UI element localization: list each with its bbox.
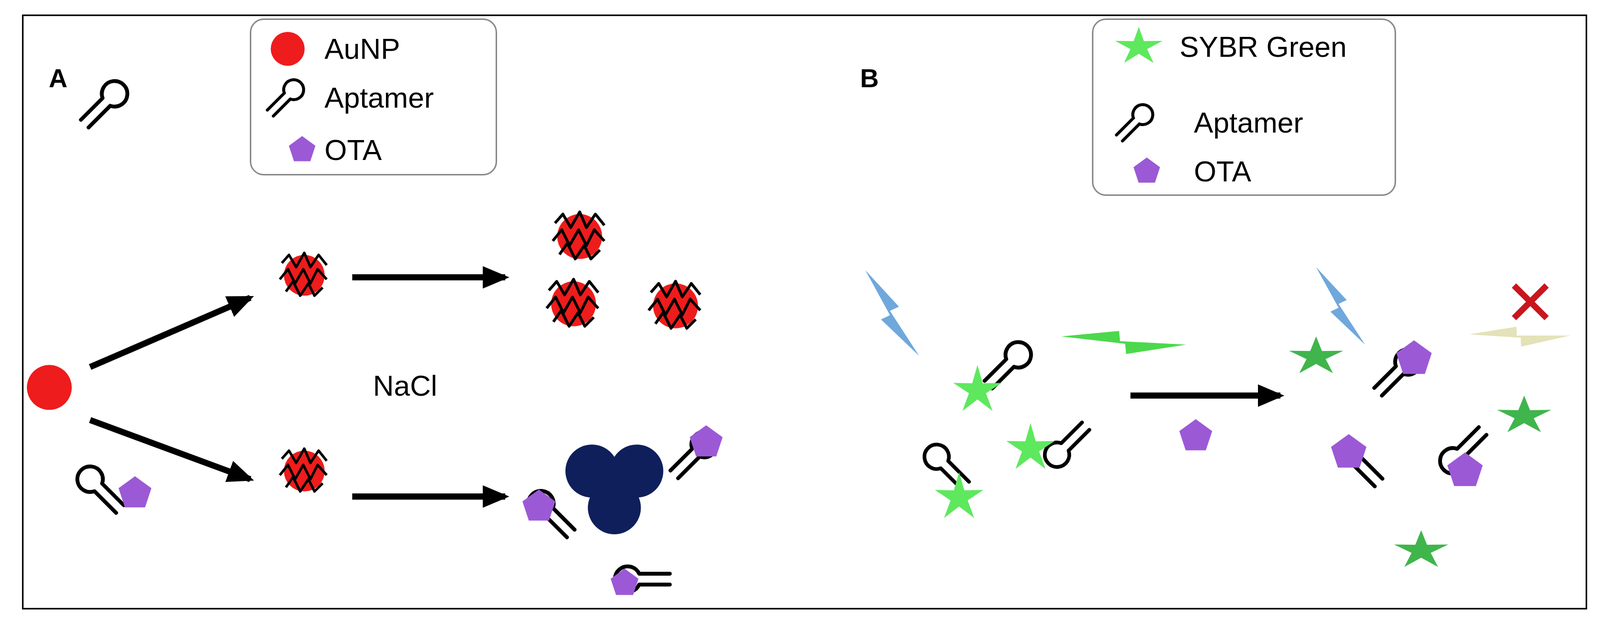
panel-letter: A xyxy=(48,63,68,94)
aptamer-swatch xyxy=(267,79,304,117)
legend-swatch xyxy=(1113,21,1164,72)
ota xyxy=(1179,419,1213,451)
legend-swatch xyxy=(260,72,311,123)
coated-aunp xyxy=(552,211,605,260)
ota xyxy=(610,568,639,596)
panel-letter: B xyxy=(860,63,880,94)
aptamer-swatch xyxy=(1116,104,1153,142)
aggregated-aunp xyxy=(587,481,641,535)
legend-swatch xyxy=(262,23,313,74)
legend-swatch xyxy=(277,125,328,176)
excitation-light xyxy=(1316,267,1366,345)
legend-label: Aptamer xyxy=(324,81,434,115)
ota xyxy=(1396,340,1432,374)
arrow xyxy=(90,297,251,367)
aptamer xyxy=(609,546,676,613)
condition-label: NaCl xyxy=(372,368,438,403)
emission-light xyxy=(1061,291,1187,391)
aptamer xyxy=(984,342,1032,389)
arrow xyxy=(90,420,251,480)
ota xyxy=(522,489,556,521)
legend-label: AuNP xyxy=(324,32,401,66)
aptamer xyxy=(924,444,969,490)
coated-aunp xyxy=(648,281,701,329)
legend-label: OTA xyxy=(324,133,382,168)
sybr-green xyxy=(953,364,1002,411)
arrow xyxy=(352,493,506,500)
aunp-swatch xyxy=(270,31,305,66)
arrow xyxy=(352,274,506,281)
excitation-light xyxy=(865,270,919,356)
ota-swatch xyxy=(1133,157,1161,183)
ota xyxy=(1447,452,1483,487)
legend-label: SYBR Green xyxy=(1179,30,1347,64)
cross-mark xyxy=(1513,285,1547,319)
quenched-emission xyxy=(1468,293,1571,377)
aunp xyxy=(26,364,72,410)
legend-label: OTA xyxy=(1193,154,1251,188)
coated-aunp xyxy=(279,448,327,492)
panel-a-art xyxy=(26,81,723,613)
aptamer xyxy=(77,466,124,514)
sybr-green xyxy=(1288,336,1344,374)
ota xyxy=(118,476,152,508)
panel-b-art xyxy=(865,267,1571,567)
coated-aunp xyxy=(279,252,327,296)
legend-label: Aptamer xyxy=(1193,105,1303,140)
sybr-green xyxy=(934,472,984,519)
sybr-green xyxy=(1497,395,1552,433)
arrow xyxy=(1130,392,1281,399)
outer-border xyxy=(22,15,1587,610)
ota xyxy=(1331,434,1367,468)
aptamer xyxy=(80,81,128,128)
legend-swatch xyxy=(1121,146,1172,197)
aptamer xyxy=(1044,422,1089,468)
sybr-green-swatch xyxy=(1114,26,1163,63)
coated-aunp xyxy=(546,279,599,327)
sybr-green xyxy=(1394,530,1449,568)
sybr-green xyxy=(1006,423,1055,470)
ota xyxy=(689,425,723,457)
ota-swatch xyxy=(288,136,316,162)
legend-swatch xyxy=(1109,97,1160,148)
